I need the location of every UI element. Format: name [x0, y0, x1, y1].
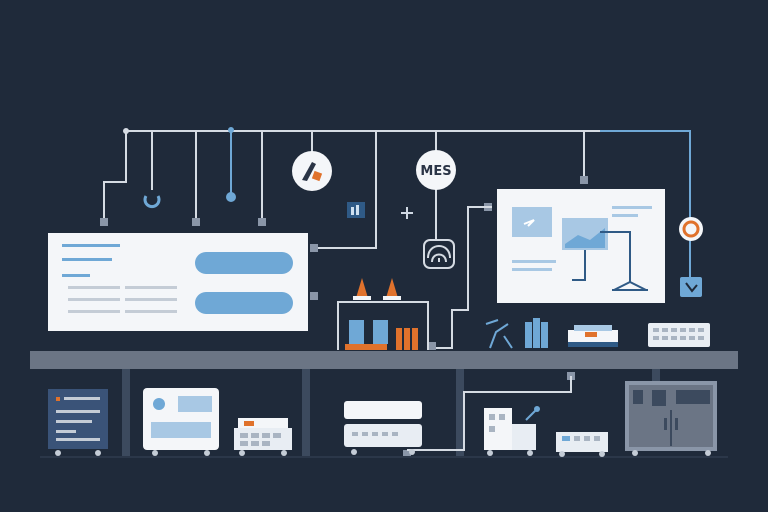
dashboard-panel: [48, 233, 308, 331]
fingerprint-icon: [423, 239, 455, 269]
shelf-legs: [122, 369, 660, 457]
printer-icon: [568, 325, 618, 347]
wire-junction: [123, 128, 129, 134]
analytics-panel: [497, 189, 665, 303]
chart-square-icon: [347, 202, 365, 218]
keyboard-icon: [648, 323, 710, 347]
machine-cabinet: [625, 381, 717, 456]
mes-badge: MES: [416, 150, 456, 190]
floor-wire: [407, 376, 572, 451]
monitor-machine: [143, 388, 219, 456]
robot-arm-icon: [485, 319, 513, 349]
mes-label: MES: [420, 164, 451, 179]
panel-wire: [436, 206, 492, 349]
server-unit: [344, 401, 422, 455]
gear-icon: [679, 217, 703, 241]
bar-blocks-icon: [525, 318, 548, 348]
storage-rack: [337, 278, 429, 350]
panel-button-upper: [195, 252, 293, 274]
tag-icon: [680, 277, 702, 297]
warning-cone-icon: [353, 278, 401, 300]
overhead-wiring: [103, 130, 600, 249]
control-cabinet: [48, 389, 108, 456]
hook-icon: [143, 195, 161, 209]
pen-tool-badge: [292, 151, 332, 191]
printer-machine: [556, 432, 608, 457]
wire-junction: [228, 127, 234, 133]
workbench-shelf: [30, 351, 738, 369]
plus-icon: [401, 207, 413, 219]
pendant-light-icon: [226, 192, 236, 202]
tray-machine: [234, 418, 292, 456]
panel-button-lower: [195, 292, 293, 314]
drone-tool-machine: [484, 406, 540, 456]
